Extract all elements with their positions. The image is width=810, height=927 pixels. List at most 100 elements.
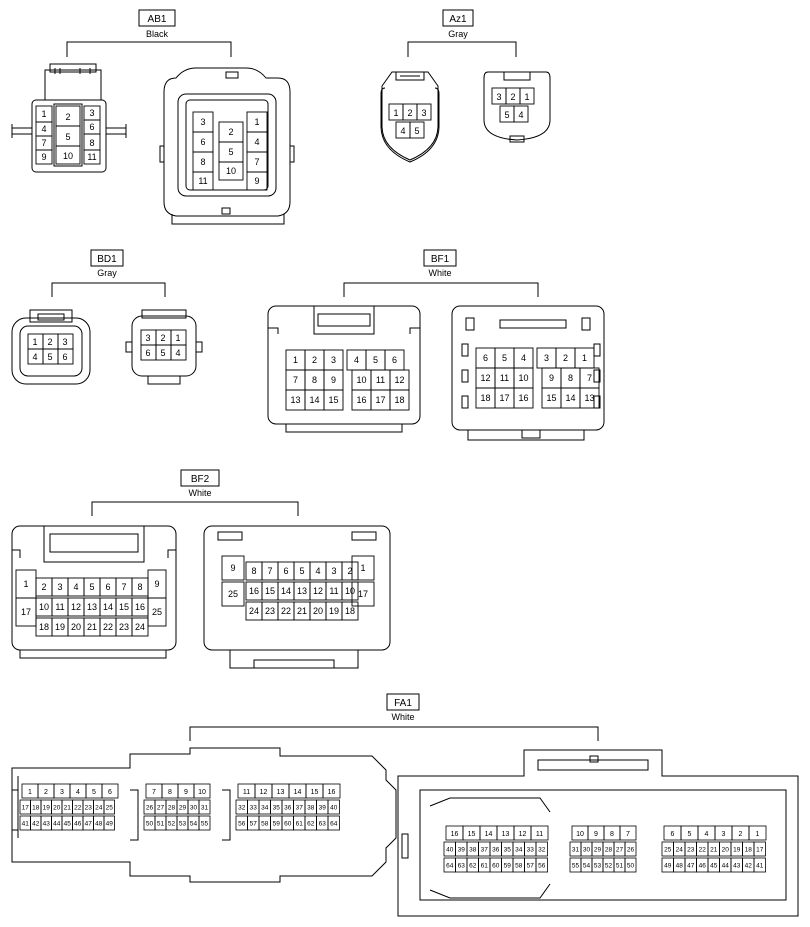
pin-label: 58 [261, 820, 269, 827]
pin-label: 47 [687, 862, 695, 869]
pin-label: 17 [21, 607, 31, 617]
pin-label: 12 [260, 789, 268, 796]
svg-text:5: 5 [47, 352, 52, 362]
pin-label: 4 [315, 566, 320, 576]
connector-code: AB1 [148, 14, 167, 25]
pin-cell [101, 783, 119, 799]
pin-label: 22 [103, 622, 113, 632]
pin-label: 9 [230, 563, 235, 573]
pin-label: 1 [23, 579, 28, 589]
pin-label: 17 [499, 393, 509, 403]
pin-cell [753, 857, 766, 873]
connector-color-label: White [391, 712, 414, 722]
connector-code-box [90, 249, 124, 267]
pin-label: 3 [722, 831, 726, 838]
pin-label: 63 [319, 820, 327, 827]
pin-cell [193, 783, 211, 799]
pin-cell [221, 581, 245, 607]
pin-label: 36 [492, 846, 500, 853]
pin-label: 41 [756, 862, 764, 869]
pin-label: 2 [65, 112, 70, 122]
pin-label: 24 [135, 622, 145, 632]
pin-cell [535, 841, 548, 857]
connector-code-box [423, 249, 457, 267]
pin-label: 15 [546, 393, 556, 403]
pin-label: 47 [85, 820, 93, 827]
pin-label: 11 [536, 831, 543, 838]
svg-text:2: 2 [407, 108, 412, 118]
pin-label: 21 [710, 846, 718, 853]
pin-label: 8 [251, 566, 256, 576]
pin-label: 39 [319, 804, 327, 811]
connector-code: FA1 [394, 698, 412, 709]
pin-label: 4 [354, 355, 359, 365]
svg-text:10: 10 [226, 166, 236, 176]
pin-cell [351, 555, 375, 581]
pin-label: 20 [313, 606, 323, 616]
pin-label: 43 [733, 862, 741, 869]
pin-label: 11 [376, 375, 385, 385]
pin-label: 38 [469, 846, 477, 853]
pin-label: 29 [179, 804, 187, 811]
bracket-line [66, 41, 232, 57]
pin-label: 5 [688, 831, 692, 838]
pin-label: 40 [446, 846, 454, 853]
svg-text:4: 4 [32, 352, 37, 362]
pin-label: 44 [53, 820, 61, 827]
pin-label: 5 [65, 132, 70, 142]
svg-text:5: 5 [504, 110, 509, 120]
pin-cell [530, 825, 549, 841]
pin-label: 19 [329, 606, 339, 616]
pin-cell [624, 857, 637, 873]
pin-label: 63 [458, 862, 466, 869]
pin-label: 61 [481, 862, 489, 869]
pin-label: 44 [722, 862, 730, 869]
pin-label: 34 [515, 846, 523, 853]
pin-label: 51 [616, 862, 624, 869]
svg-text:5: 5 [228, 147, 233, 157]
pin-label: 49 [664, 862, 672, 869]
pin-label: 56 [238, 820, 246, 827]
pin-label: 8 [89, 138, 94, 148]
pin-cell [323, 389, 344, 411]
pin-label: 8 [312, 375, 317, 385]
svg-text:3: 3 [496, 92, 501, 102]
pin-label: 16 [518, 393, 528, 403]
pin-label: 6 [108, 789, 112, 796]
pin-cell [327, 815, 340, 831]
pin-cell [198, 815, 211, 831]
pin-label: 2 [563, 353, 568, 363]
pin-label: 35 [273, 804, 281, 811]
pin-cell [341, 561, 359, 581]
svg-text:3: 3 [421, 108, 426, 118]
pin-label: 11 [329, 586, 338, 596]
pin-label: 17 [375, 395, 385, 405]
pin-label: 16 [451, 831, 459, 838]
svg-text:3: 3 [200, 117, 205, 127]
pin-label: 25 [152, 607, 162, 617]
svg-text:9: 9 [254, 176, 259, 186]
pin-label: 18 [745, 846, 753, 853]
pin-label: 3 [57, 582, 62, 592]
pin-label: 28 [168, 804, 176, 811]
pin-label: 2 [347, 566, 352, 576]
pin-label: 30 [583, 846, 591, 853]
pin-label: 62 [469, 862, 477, 869]
pin-label: 9 [549, 373, 554, 383]
pin-label: 8 [610, 831, 614, 838]
svg-text:11: 11 [198, 176, 207, 186]
pin-label: 19 [733, 846, 741, 853]
pin-label: 54 [583, 862, 591, 869]
svg-text:6: 6 [145, 348, 150, 358]
pin-label: 1 [582, 353, 587, 363]
pin-label: 32 [238, 804, 246, 811]
connector-color-label: Gray [448, 29, 468, 39]
pin-label: 52 [168, 820, 176, 827]
pin-label: 64 [446, 862, 454, 869]
